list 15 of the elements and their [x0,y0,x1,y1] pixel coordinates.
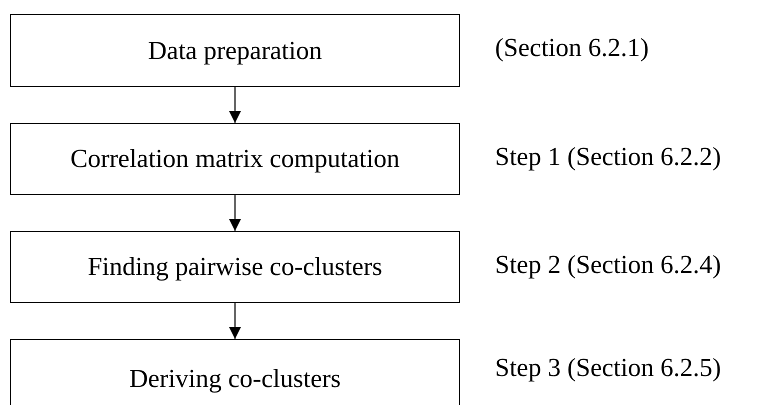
process-box [10,339,460,405]
section-reference: Step 2 (Section 6.2.4) [495,250,722,280]
process-box [10,14,460,87]
arrow [229,87,241,123]
section-reference: (Section 6.2.1) [495,33,649,63]
arrow [229,195,241,231]
process-box [10,123,460,195]
process-box [10,231,460,303]
section-reference: Step 3 (Section 6.2.5) [495,353,722,383]
step-label: Deriving co-clusters [129,364,341,394]
step-label: Finding pairwise co-clusters [88,252,382,282]
section-reference: Step 1 (Section 6.2.2) [495,142,722,172]
step-label: Correlation matrix computation [70,144,400,174]
arrow [229,303,241,339]
step-label: Data preparation [148,36,322,66]
